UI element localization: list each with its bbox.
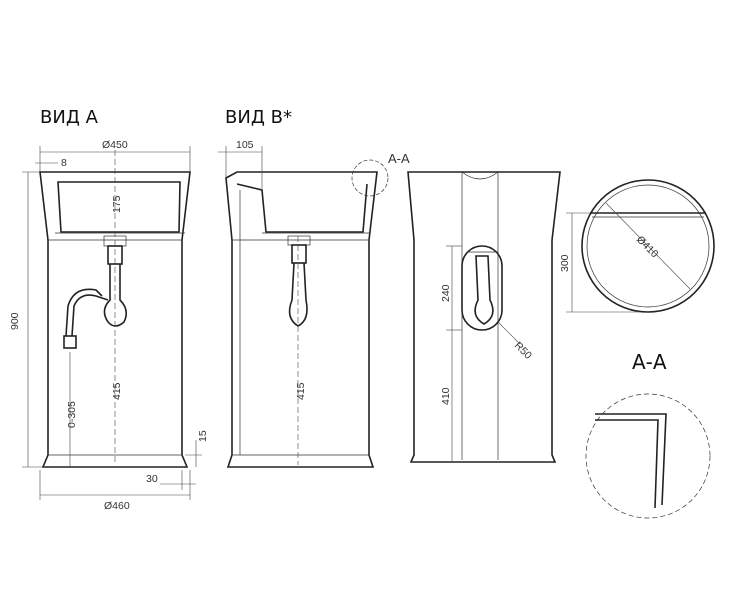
dim-b-offset: 105	[236, 139, 254, 151]
dim-opening-height: 240	[440, 284, 452, 302]
dim-base-step: 15	[197, 430, 209, 442]
view-c-dimensions: 240 410 R50	[440, 245, 534, 462]
view-b-dimensions: 105 415 А-А	[218, 139, 410, 400]
dim-drain-height: 415	[111, 382, 123, 400]
dim-bottom-width: Ø460	[104, 500, 130, 512]
top-view-drawing	[581, 179, 715, 313]
dim-bowl-depth: 175	[111, 195, 123, 213]
section-mark-label: А-А	[388, 151, 410, 166]
view-a-dimensions: Ø450 8 175 900 415 0-305 15 30 Ø460	[9, 139, 209, 512]
dim-depth: 300	[559, 254, 571, 272]
view-b-drawing	[225, 159, 389, 468]
top-view-dimensions: Ø410 300	[559, 212, 661, 313]
dim-rim: 8	[61, 157, 67, 169]
view-c-drawing	[407, 171, 561, 463]
section-detail	[585, 393, 711, 519]
dim-top-width: Ø450	[102, 139, 128, 151]
dim-wall-range: 0-305	[66, 401, 78, 428]
dim-base-offset: 30	[146, 473, 158, 485]
dim-opening-radius: R50	[512, 340, 534, 362]
dim-b-drain-height: 415	[295, 382, 307, 400]
view-a-title: ВИД А	[40, 107, 99, 128]
dim-height: 900	[9, 312, 21, 330]
dim-diameter: Ø410	[634, 234, 661, 261]
view-b-title: ВИД В*	[225, 107, 292, 128]
section-title: А-А	[632, 350, 667, 374]
view-a-drawing	[39, 150, 191, 468]
dim-opening-elevation: 410	[440, 387, 452, 405]
